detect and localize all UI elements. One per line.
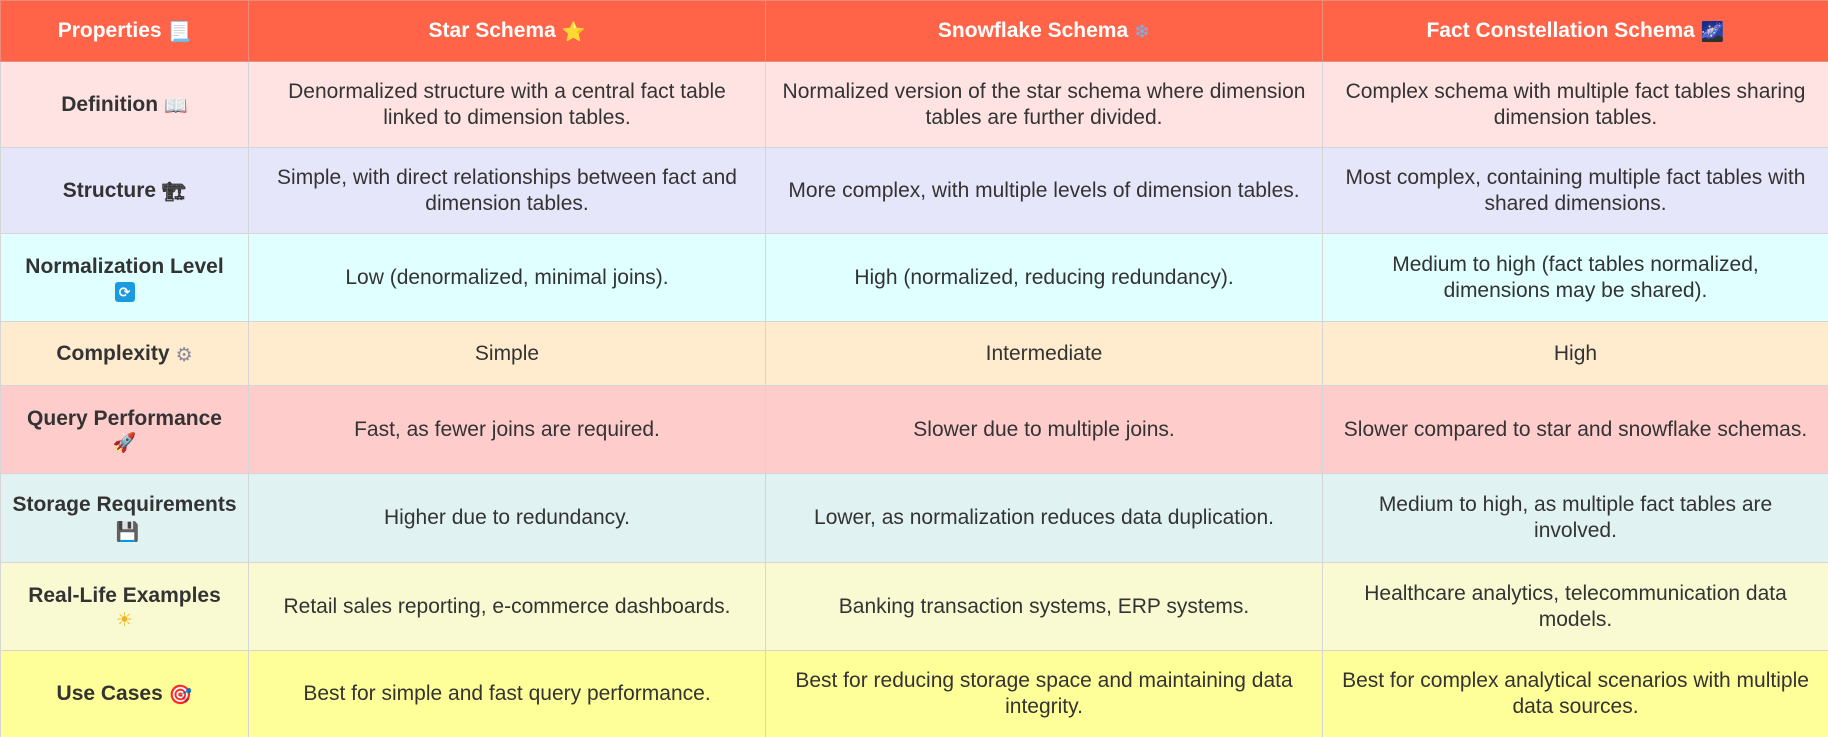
header-star-schema-label: Star Schema [428, 19, 556, 42]
row-header-usecases: Use Cases🎯 [0, 650, 249, 737]
cell-complexity-snowflake: Intermediate [765, 321, 1323, 386]
table-row-definition: Definition📖 Denormalized structure with … [0, 61, 1828, 148]
row-label-storage: Storage Requirements [12, 493, 237, 516]
cell-storage-snowflake: Lower, as normalization reduces data dup… [765, 473, 1323, 563]
row-label-definition: Definition [61, 92, 159, 116]
cell-structure-snowflake: More complex, with multiple levels of di… [765, 147, 1323, 234]
target-icon: 🎯 [168, 685, 193, 706]
row-header-complexity: Complexity⚙ [0, 321, 249, 386]
gear-icon: ⚙ [175, 344, 193, 366]
header-properties: Properties📃 [0, 0, 249, 62]
rocket-icon: 🚀 [112, 432, 137, 454]
table-row-storage: Storage Requirements 💾 Higher due to redu… [0, 473, 1828, 563]
cell-complexity-star: Simple [248, 321, 766, 386]
night-sky-icon: 🌌 [1700, 22, 1725, 43]
row-label-normalization: Normalization Level [25, 254, 224, 278]
floppy-disk-icon: 💾 [115, 522, 140, 543]
row-label-performance: Query Performance [27, 406, 222, 430]
row-label-usecases: Use Cases [56, 682, 163, 705]
arrows-refresh-icon: ⟳ [9, 281, 240, 302]
header-snowflake-schema-label: Snowflake Schema [937, 19, 1129, 42]
row-header-storage: Storage Requirements 💾 [0, 473, 249, 563]
table-row-performance: Query Performance 🚀 Fast, as fewer joins… [0, 385, 1828, 474]
table-row-examples: Real-Life Examples ☀ Retail sales report… [0, 562, 1828, 651]
cell-normalization-star: Low (denormalized, minimal joins). [248, 233, 766, 322]
row-label-examples: Real-Life Examples [28, 583, 221, 607]
cell-examples-star: Retail sales reporting, e-commerce dashb… [248, 562, 766, 651]
cell-examples-constellation: Healthcare analytics, telecommunication … [1322, 562, 1828, 651]
header-star-schema: Star Schema⭐ [248, 0, 766, 62]
row-label-structure: Structure [62, 178, 157, 202]
cell-structure-star: Simple, with direct relationships betwee… [248, 147, 766, 234]
row-header-examples: Real-Life Examples ☀ [0, 562, 249, 651]
cell-performance-star: Fast, as fewer joins are required. [248, 385, 766, 474]
table-row-normalization: Normalization Level ⟳ Low (denormalized,… [0, 233, 1828, 322]
cell-performance-constellation: Slower compared to star and snowflake sc… [1322, 385, 1828, 474]
row-header-structure: Structure🏗 [0, 147, 249, 234]
cell-normalization-constellation: Medium to high (fact tables normalized, … [1322, 233, 1828, 322]
row-header-normalization: Normalization Level ⟳ [0, 233, 249, 322]
sun-icon: ☀ [115, 609, 134, 631]
cell-storage-star: Higher due to redundancy. [248, 473, 766, 563]
table-row-complexity: Complexity⚙ Simple Intermediate High [0, 321, 1828, 386]
header-row: Properties📃 Star Schema⭐ Snowflake Schem… [0, 0, 1828, 62]
snowflake-icon: ❄ [1134, 22, 1151, 43]
header-fact-constellation-schema: Fact Constellation Schema🌌 [1322, 0, 1828, 62]
cell-performance-snowflake: Slower due to multiple joins. [765, 385, 1323, 474]
cell-normalization-snowflake: High (normalized, reducing redundancy). [765, 233, 1323, 322]
building-construction-icon: 🏗 [162, 181, 187, 203]
cell-storage-constellation: Medium to high, as multiple fact tables … [1322, 473, 1828, 563]
row-header-performance: Query Performance 🚀 [0, 385, 249, 474]
table-row-usecases: Use Cases🎯 Best for simple and fast quer… [0, 650, 1828, 737]
header-fact-constellation-schema-label: Fact Constellation Schema [1426, 19, 1695, 42]
cell-usecases-constellation: Best for complex analytical scenarios wi… [1322, 650, 1828, 737]
header-properties-label: Properties [57, 19, 162, 42]
cell-structure-constellation: Most complex, containing multiple fact t… [1322, 147, 1828, 234]
row-header-definition: Definition📖 [0, 61, 249, 148]
memo-icon: 📃 [167, 22, 192, 43]
cell-usecases-star: Best for simple and fast query performan… [248, 650, 766, 737]
cell-definition-star: Denormalized structure with a central fa… [248, 61, 766, 148]
header-snowflake-schema: Snowflake Schema❄ [765, 0, 1323, 62]
table-row-structure: Structure🏗 Simple, with direct relations… [0, 147, 1828, 234]
star-icon: ⭐ [561, 22, 586, 43]
cell-complexity-constellation: High [1322, 321, 1828, 386]
cell-usecases-snowflake: Best for reducing storage space and main… [765, 650, 1323, 737]
row-label-complexity: Complexity [56, 341, 170, 365]
open-book-icon: 📖 [164, 95, 188, 117]
cell-definition-constellation: Complex schema with multiple fact tables… [1322, 61, 1828, 148]
cell-examples-snowflake: Banking transaction systems, ERP systems… [765, 562, 1323, 651]
cell-definition-snowflake: Normalized version of the star schema wh… [765, 61, 1323, 148]
